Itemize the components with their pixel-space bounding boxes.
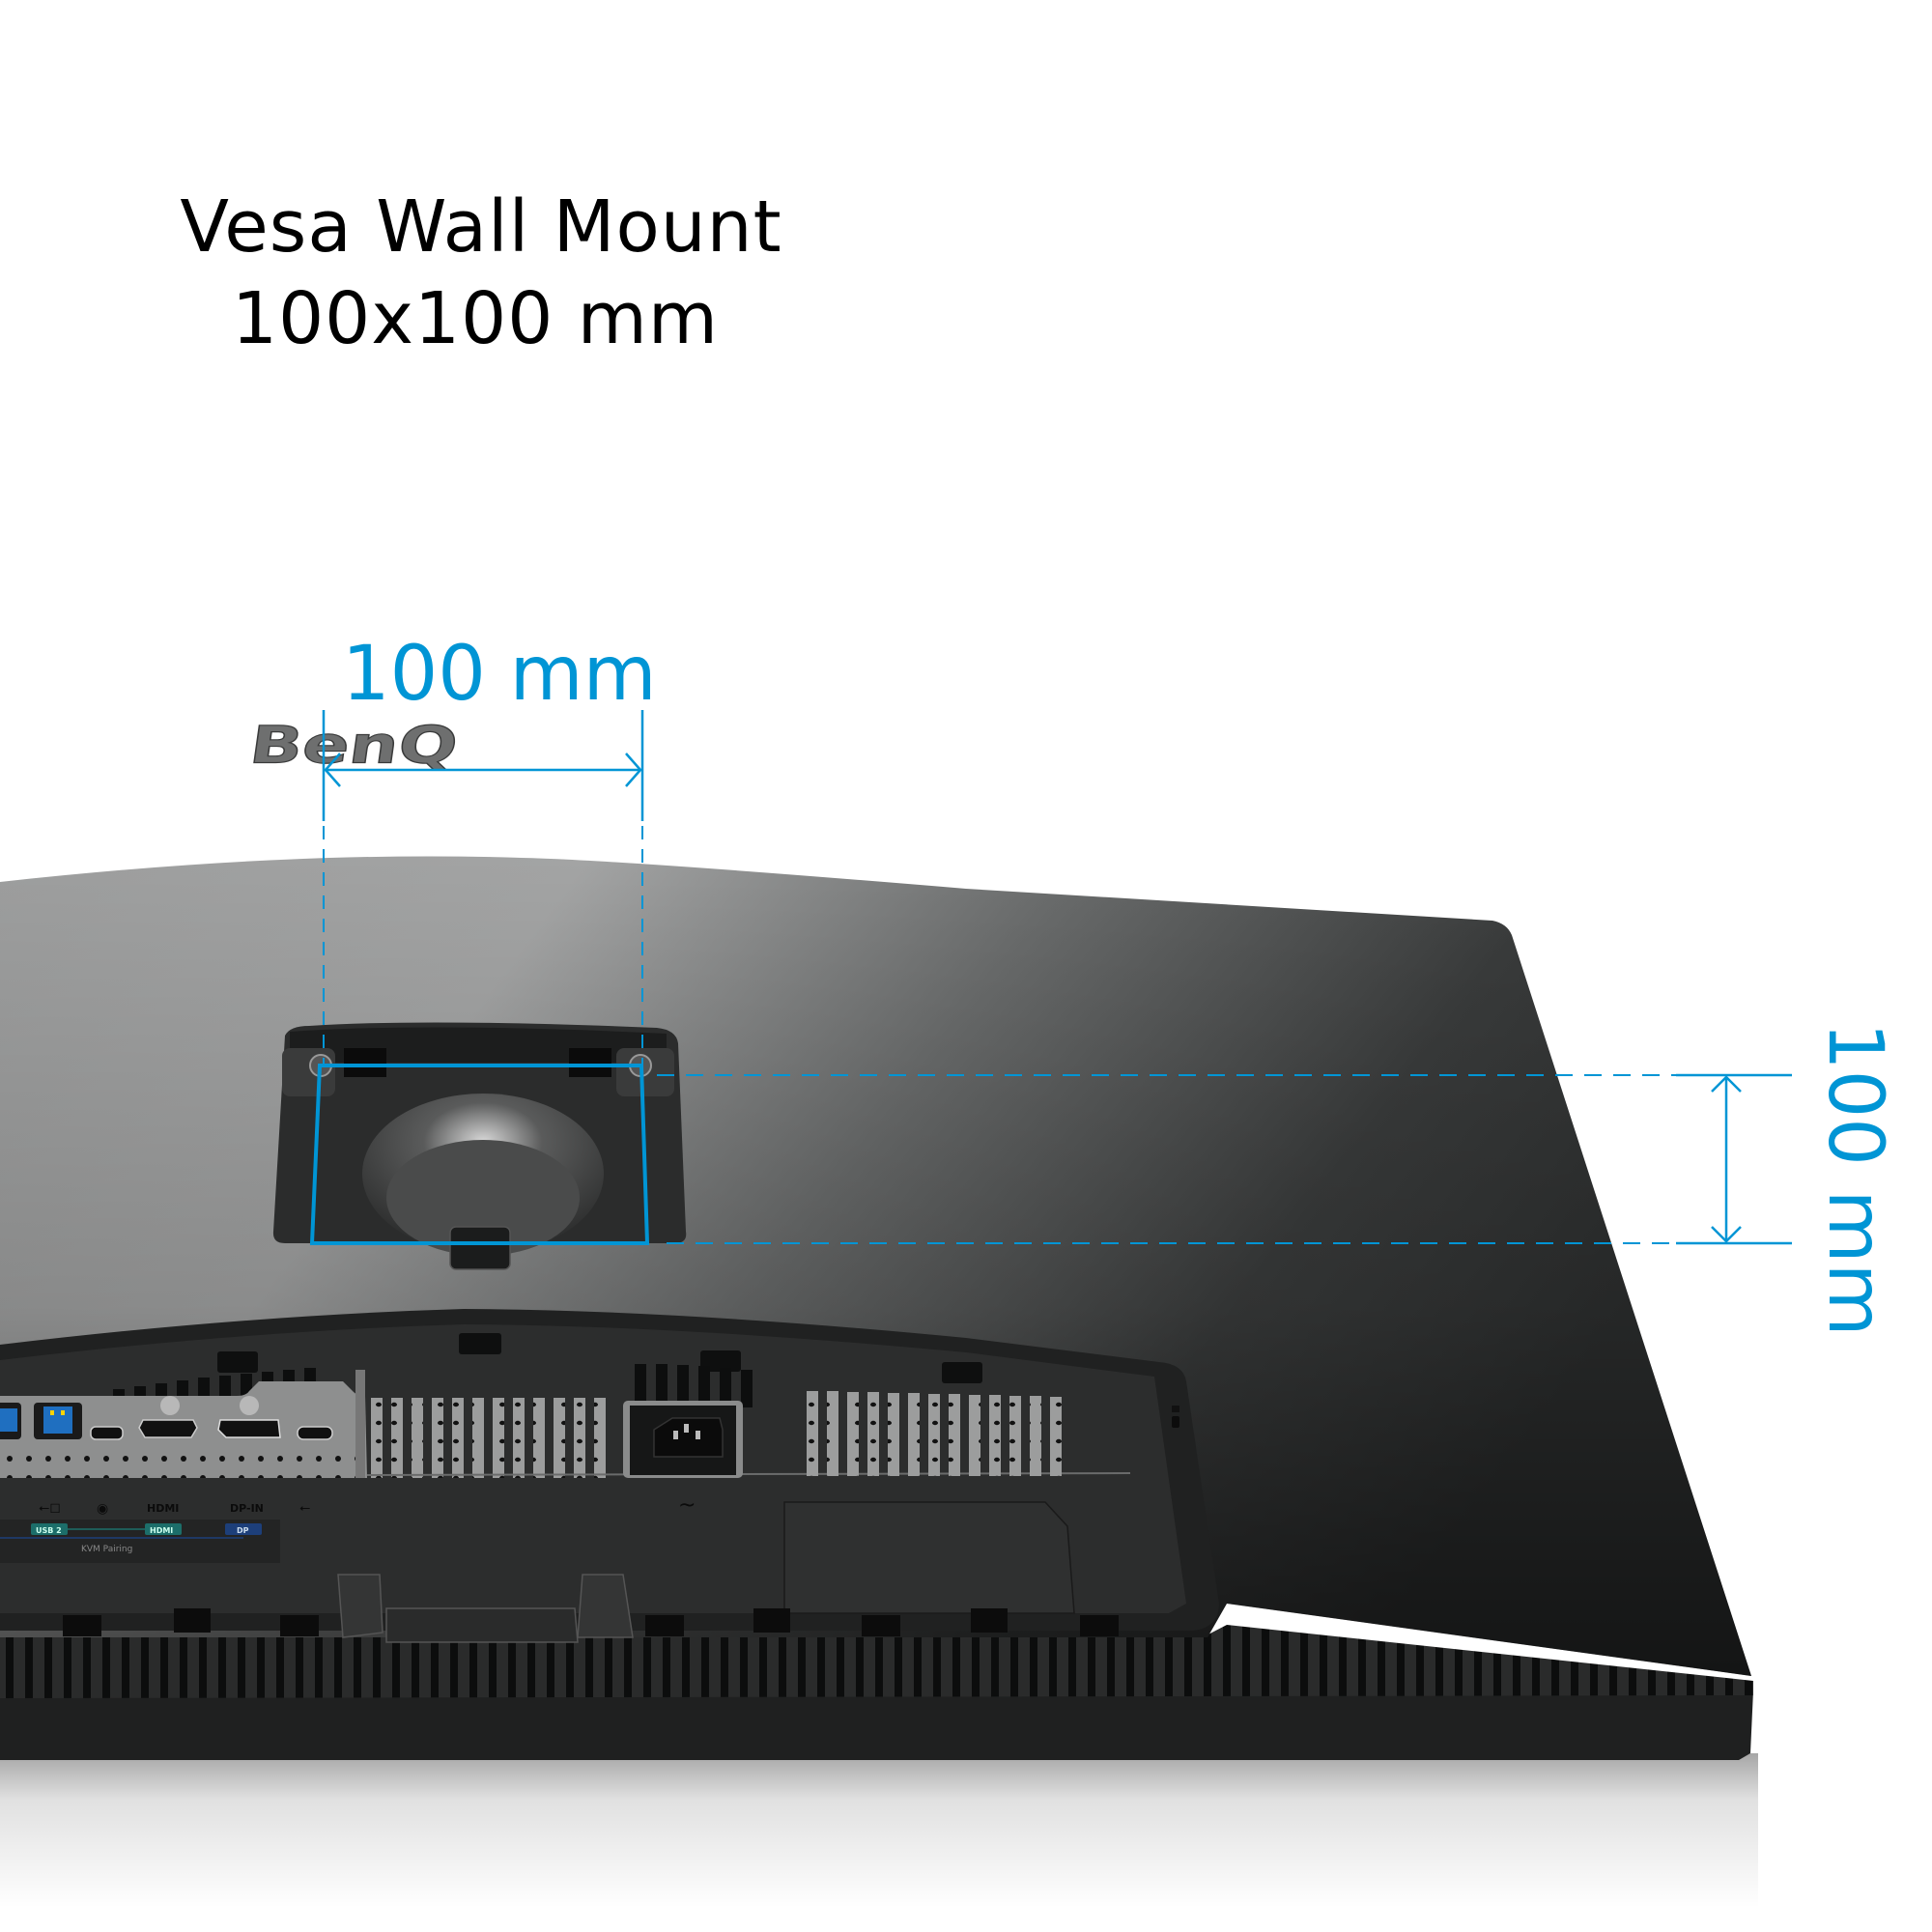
vertical-dimension-marker bbox=[657, 1073, 1792, 1245]
displayport-port bbox=[217, 1419, 281, 1438]
usb-c-icon: ⭠ bbox=[299, 1500, 310, 1516]
benq-logo: BenQ bbox=[246, 715, 462, 775]
cable-cover-panel bbox=[783, 1501, 1075, 1614]
bottom-bezel bbox=[0, 1690, 1753, 1760]
kvm-pairing-caption: KVM Pairing bbox=[81, 1545, 132, 1554]
dp-screw bbox=[240, 1396, 259, 1415]
horizontal-dimension-label: 100 mm bbox=[342, 631, 657, 718]
cable-clips bbox=[217, 1333, 982, 1383]
lower-clips bbox=[63, 1608, 1119, 1636]
usb-icon: ⭠◻ bbox=[39, 1500, 61, 1516]
kvm-tag-usb bbox=[31, 1523, 68, 1535]
bottom-vent-band bbox=[0, 1625, 1753, 1698]
kvm-tag-hdmi bbox=[145, 1523, 182, 1535]
perforated-vent-left bbox=[371, 1398, 606, 1478]
heading-line-2: 100x100 mm bbox=[232, 277, 719, 360]
svg-text:USB 2: USB 2 bbox=[36, 1526, 62, 1535]
svg-text:HDMI: HDMI bbox=[150, 1526, 173, 1535]
label-dp-in: DP-IN bbox=[230, 1502, 264, 1515]
usb-b-port bbox=[34, 1403, 82, 1439]
horizontal-dimension-marker bbox=[322, 710, 644, 1065]
svg-text:DP: DP bbox=[237, 1526, 249, 1535]
usb-c-port bbox=[297, 1426, 333, 1440]
hdmi-screw bbox=[160, 1396, 180, 1415]
perforated-vent-right bbox=[807, 1391, 1062, 1476]
floor-shadow bbox=[0, 1753, 1758, 1908]
stand-release-latch bbox=[449, 1226, 511, 1270]
micro-usb-port bbox=[90, 1426, 124, 1440]
usb-a-port-1 bbox=[0, 1403, 21, 1439]
label-hdmi: HDMI bbox=[147, 1502, 179, 1515]
kensington-lock bbox=[1172, 1406, 1179, 1428]
kvm-tag-dp bbox=[225, 1523, 262, 1535]
heading-line-1: Vesa Wall Mount bbox=[180, 185, 782, 269]
vertical-dimension-label: 100 mm bbox=[1811, 1022, 1898, 1337]
ac-power-inlet bbox=[623, 1401, 743, 1478]
vesa-hole-pattern-outline bbox=[309, 1064, 650, 1245]
power-ac-icon: ~ bbox=[678, 1493, 696, 1518]
headphone-icon: ◉ bbox=[97, 1501, 108, 1517]
hdmi-port bbox=[138, 1419, 198, 1438]
stand-hinge-arms bbox=[337, 1574, 634, 1643]
